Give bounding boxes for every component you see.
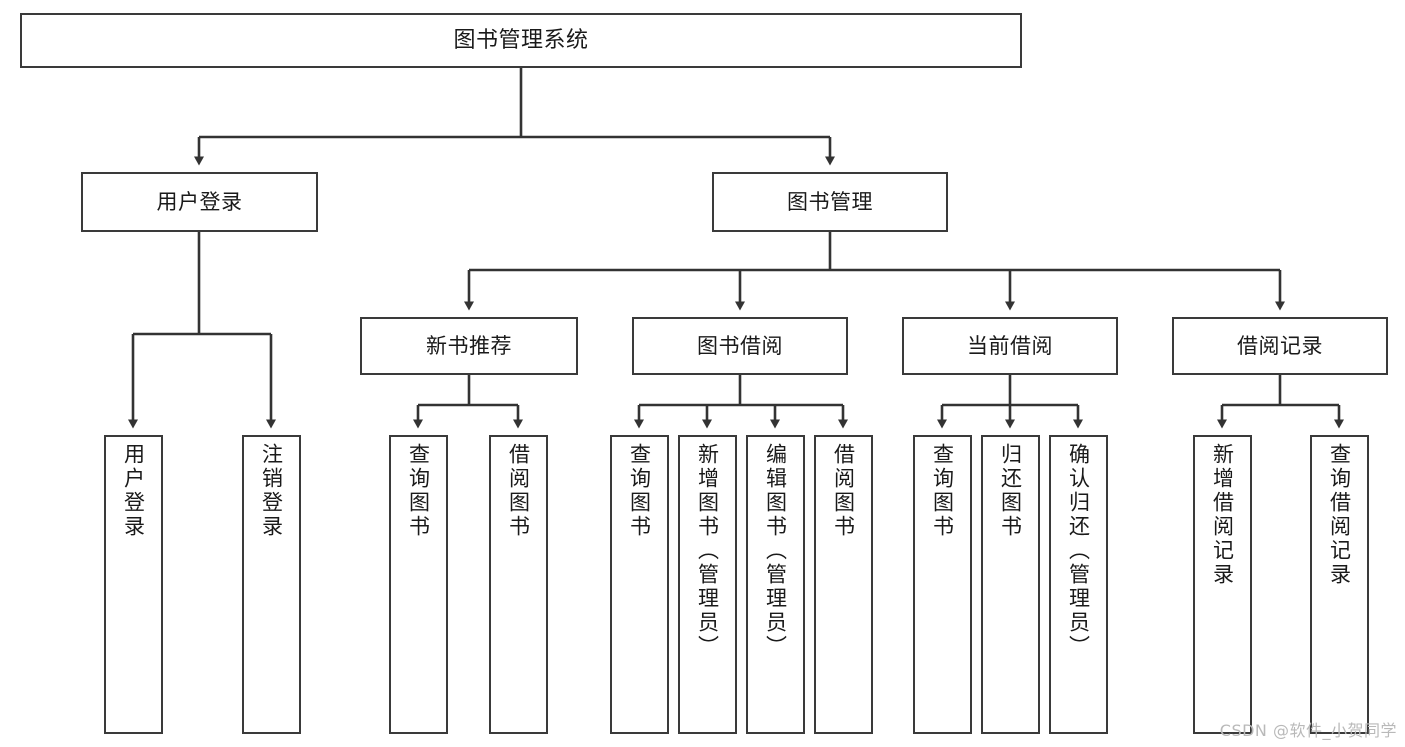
node-leaf-add-record[interactable]: 新增借阅记录 bbox=[1193, 435, 1252, 734]
node-leaf-query-book-2-label: 查询图书 bbox=[627, 443, 652, 539]
node-new-book-recommend-label: 新书推荐 bbox=[426, 333, 512, 358]
node-book-manage-label: 图书管理 bbox=[787, 189, 873, 214]
node-book-borrow[interactable]: 图书借阅 bbox=[632, 317, 848, 375]
node-user-login[interactable]: 用户登录 bbox=[81, 172, 318, 232]
node-root[interactable]: 图书管理系统 bbox=[20, 13, 1022, 68]
node-borrow-record[interactable]: 借阅记录 bbox=[1172, 317, 1388, 375]
node-leaf-edit-book[interactable]: 编辑图书（管理员） bbox=[746, 435, 805, 734]
node-new-book-recommend[interactable]: 新书推荐 bbox=[360, 317, 578, 375]
node-leaf-add-record-label: 新增借阅记录 bbox=[1210, 443, 1235, 587]
node-leaf-edit-book-label: 编辑图书（管理员） bbox=[763, 443, 788, 659]
node-leaf-borrow-book-1[interactable]: 借阅图书 bbox=[489, 435, 548, 734]
node-leaf-borrow-book-1-label: 借阅图书 bbox=[506, 443, 531, 539]
node-leaf-query-book-3[interactable]: 查询图书 bbox=[913, 435, 972, 734]
node-current-borrow-label: 当前借阅 bbox=[967, 333, 1053, 358]
node-leaf-return-book-label: 归还图书 bbox=[998, 443, 1023, 539]
node-leaf-query-record-label: 查询借阅记录 bbox=[1327, 443, 1352, 587]
node-leaf-user-login[interactable]: 用户登录 bbox=[104, 435, 163, 734]
node-leaf-query-record[interactable]: 查询借阅记录 bbox=[1310, 435, 1369, 734]
node-book-borrow-label: 图书借阅 bbox=[697, 333, 783, 358]
node-root-label: 图书管理系统 bbox=[453, 27, 589, 53]
node-leaf-confirm-return[interactable]: 确认归还（管理员） bbox=[1049, 435, 1108, 734]
node-leaf-return-book[interactable]: 归还图书 bbox=[981, 435, 1040, 734]
node-leaf-borrow-book-2-label: 借阅图书 bbox=[831, 443, 856, 539]
node-leaf-query-book-1-label: 查询图书 bbox=[406, 443, 431, 539]
node-leaf-query-book-1[interactable]: 查询图书 bbox=[389, 435, 448, 734]
node-leaf-query-book-3-label: 查询图书 bbox=[930, 443, 955, 539]
node-leaf-borrow-book-2[interactable]: 借阅图书 bbox=[814, 435, 873, 734]
node-leaf-logout-login-label: 注销登录 bbox=[259, 443, 284, 539]
node-borrow-record-label: 借阅记录 bbox=[1237, 333, 1323, 358]
node-user-login-label: 用户登录 bbox=[156, 189, 243, 214]
node-leaf-add-book-label: 新增图书（管理员） bbox=[695, 443, 720, 659]
node-leaf-add-book[interactable]: 新增图书（管理员） bbox=[678, 435, 737, 734]
node-leaf-user-login-label: 用户登录 bbox=[121, 443, 146, 539]
node-leaf-query-book-2[interactable]: 查询图书 bbox=[610, 435, 669, 734]
watermark: CSDN @软件_小贺同学 bbox=[1219, 721, 1397, 740]
node-current-borrow[interactable]: 当前借阅 bbox=[902, 317, 1118, 375]
node-leaf-confirm-return-label: 确认归还（管理员） bbox=[1066, 443, 1091, 659]
node-leaf-logout-login[interactable]: 注销登录 bbox=[242, 435, 301, 734]
node-book-manage[interactable]: 图书管理 bbox=[712, 172, 948, 232]
